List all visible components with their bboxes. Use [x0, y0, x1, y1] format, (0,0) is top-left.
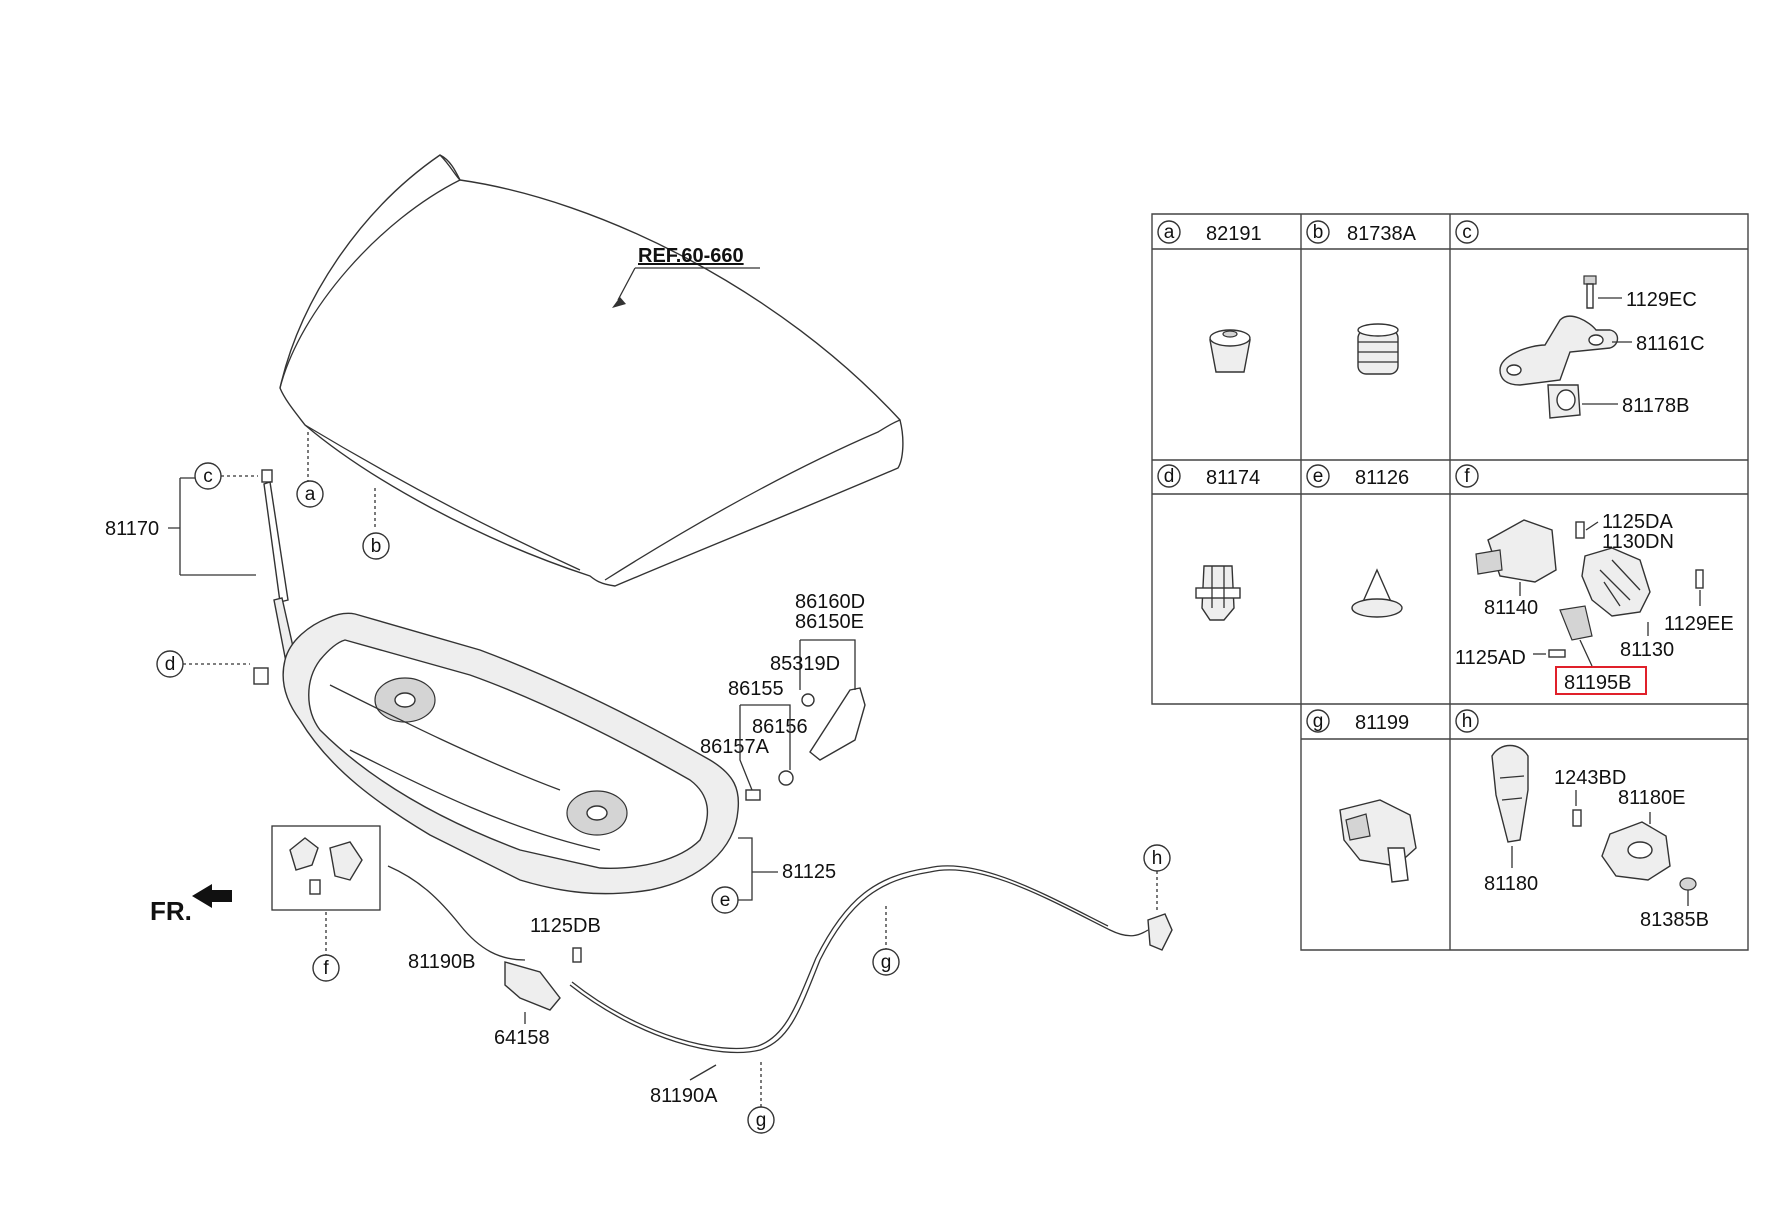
hood-strut[interactable] [253, 469, 297, 685]
label-81385B: 81385B [1640, 909, 1709, 931]
label-1130DN: 1130DN [1602, 531, 1674, 553]
cell-g-circle [1306, 709, 1330, 733]
label-1125AD: 1125AD [1455, 647, 1526, 669]
bracket-86160D [799, 639, 856, 690]
callout-c: c [203, 466, 213, 487]
cell-a-letter: a [1164, 222, 1175, 243]
callout-g2: g [756, 1110, 767, 1131]
bumper-82191[interactable] [1209, 329, 1251, 373]
cell-e-letter: e [1313, 466, 1324, 487]
cell-e-part: 81126 [1355, 467, 1409, 489]
bracket-81125 [738, 837, 778, 901]
cell-h-letter: h [1462, 711, 1473, 732]
cell-b-letter: b [1313, 222, 1324, 243]
label-81195B[interactable]: 81195B [1564, 672, 1631, 694]
label-86155: 86155 [728, 678, 784, 700]
cell-c-circle [1455, 220, 1479, 244]
cell-c-letter: c [1462, 222, 1472, 243]
cell-g-part: 81199 [1355, 712, 1409, 734]
cell-b-part: 81738A [1347, 223, 1417, 245]
label-81180E: 81180E [1618, 787, 1685, 809]
callout-g1: g [881, 952, 892, 973]
label-1125DB: 1125DB [530, 915, 601, 937]
label-81170: 81170 [105, 518, 159, 540]
ref-label: REF.60-660 [638, 245, 744, 267]
label-86157A: 86157A [700, 736, 770, 758]
cell-g-letter: g [1313, 711, 1324, 732]
leader-81195B [1579, 639, 1593, 667]
callout-b: b [371, 536, 382, 557]
release-handle-h[interactable] [1491, 744, 1697, 891]
pin-81126[interactable] [1351, 568, 1403, 618]
bumper-81738A[interactable] [1357, 323, 1399, 375]
label-81130: 81130 [1620, 639, 1674, 661]
callout-e: e [720, 890, 731, 911]
hood-insulator[interactable] [282, 612, 740, 895]
cell-d-letter: d [1164, 466, 1175, 487]
callout-a: a [305, 484, 316, 505]
front-arrow-icon [192, 884, 232, 908]
hood-stay-parts[interactable] [745, 687, 866, 801]
callout-h: h [1152, 848, 1163, 869]
callout-circle-g2 [747, 1106, 775, 1134]
callout-d: d [165, 654, 176, 675]
cell-h-circle [1455, 709, 1479, 733]
clip-81199[interactable] [1339, 799, 1417, 883]
cable-81190A[interactable] [569, 869, 1149, 1054]
cell-d-part: 81174 [1206, 467, 1260, 489]
hood-release-bracket[interactable] [504, 947, 582, 1011]
label-81125: 81125 [782, 861, 836, 883]
label-81190B: 81190B [408, 951, 475, 973]
callout-circle-f [312, 954, 340, 982]
label-85319D: 85319D [770, 653, 840, 675]
label-1125DA: 1125DA [1602, 511, 1673, 533]
strut-bracket-c[interactable] [1499, 275, 1619, 419]
leader-81190A [689, 1064, 717, 1081]
label-81161C: 81161C [1636, 333, 1705, 355]
label-81190A: 81190A [650, 1085, 718, 1107]
label-81180: 81180 [1484, 873, 1538, 895]
highlight-box-81195B[interactable] [1555, 666, 1647, 695]
release-handle[interactable] [1147, 913, 1173, 951]
ref-leader [617, 267, 760, 301]
label-86150E: 86150E [795, 611, 864, 633]
cell-e-circle [1306, 464, 1330, 488]
latch-inset-parts [289, 837, 363, 895]
label-81178B: 81178B [1622, 395, 1689, 417]
detail-table [1151, 213, 1749, 951]
cell-f-circle [1455, 464, 1479, 488]
hood-panel[interactable] [279, 154, 904, 587]
label-64158: 64158 [494, 1027, 550, 1049]
label-1243BD: 1243BD [1554, 767, 1626, 789]
callout-circle-e [711, 886, 739, 914]
bracket-81170 [168, 477, 256, 576]
cable-81190A-outer [571, 865, 1109, 1050]
label-86160D: 86160D [795, 591, 865, 613]
label-1129EE: 1129EE [1664, 613, 1734, 635]
cell-a-circle [1157, 220, 1181, 244]
front-label: FR. [150, 896, 192, 926]
latch-inset-box [271, 825, 381, 911]
latch-assembly-f[interactable] [1475, 519, 1704, 658]
callout-circle-b [362, 532, 390, 560]
leader-1125DA [1585, 521, 1599, 531]
bracket-86155 [739, 704, 791, 791]
cell-f-letter: f [1464, 466, 1470, 487]
label-81140: 81140 [1484, 597, 1538, 619]
label-1129EC: 1129EC [1626, 289, 1697, 311]
cell-a-part: 82191 [1206, 223, 1262, 245]
label-86156: 86156 [752, 716, 808, 738]
callout-circle-g1 [872, 948, 900, 976]
callout-circle-a [296, 480, 324, 508]
cell-b-circle [1306, 220, 1330, 244]
ref-arrowhead [612, 297, 626, 308]
cell-d-circle [1157, 464, 1181, 488]
clip-81174[interactable] [1195, 565, 1241, 621]
cable-81190B[interactable] [387, 865, 526, 961]
callout-f: f [323, 958, 329, 979]
